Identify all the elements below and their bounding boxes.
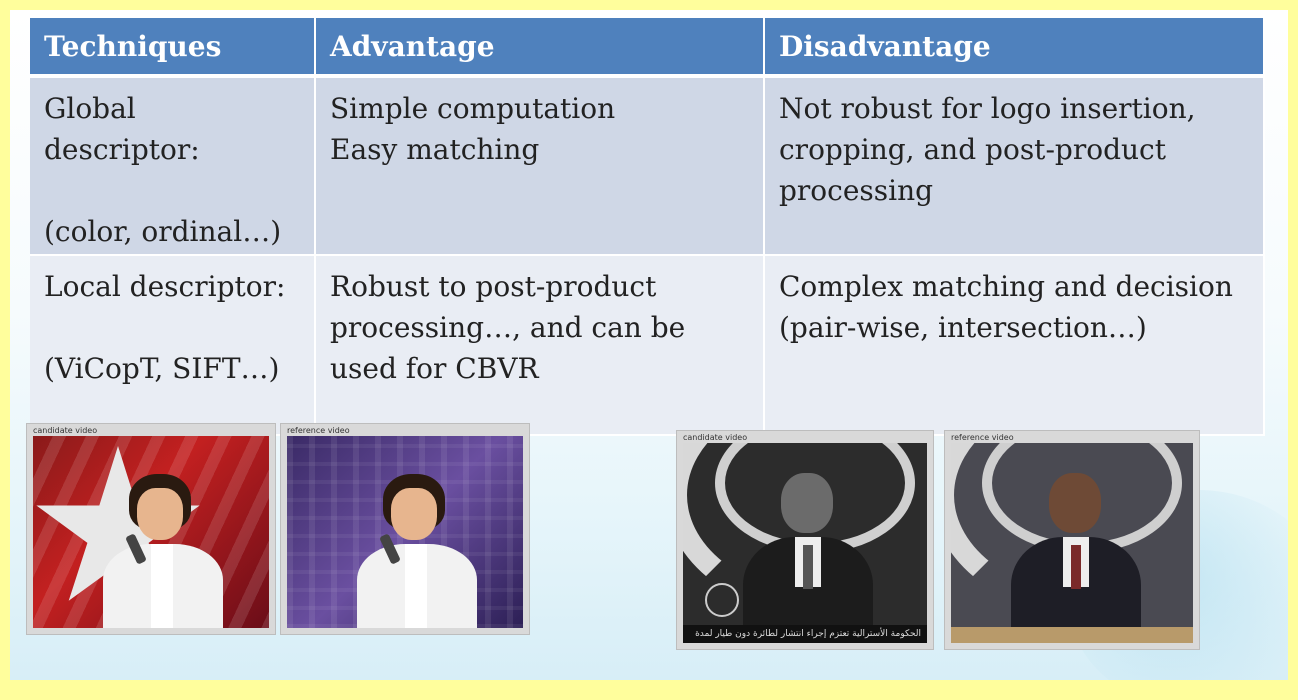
disadvantage-cell: Not robust for logo insertion, cropping,… xyxy=(764,76,1265,256)
frame-label: reference video xyxy=(951,433,1014,442)
table-header-row: Techniques Advantage Disadvantage xyxy=(30,18,1265,78)
frame-label: reference video xyxy=(287,426,350,435)
singer-figure xyxy=(357,474,477,628)
disadvantage-line: cropping, and post-product xyxy=(779,133,1166,166)
speaker-figure xyxy=(1011,473,1141,643)
slide: Techniques Advantage Disadvantage Global… xyxy=(10,10,1288,680)
technique-examples: (color, ordinal…) xyxy=(44,215,282,248)
technique-examples: (ViCopT, SIFT…) xyxy=(44,352,280,385)
reference-video-still xyxy=(951,443,1193,643)
candidate-video-frame: candidate video الحكومة الأسترالية تعتزم… xyxy=(676,430,934,650)
technique-name: Global descriptor: xyxy=(44,92,200,166)
disadvantage-line: Complex matching and decision xyxy=(779,270,1233,303)
frame-label: candidate video xyxy=(33,426,98,435)
news-ticker: الحكومة الأسترالية تعتزم إجراء انتشار لط… xyxy=(683,625,927,643)
disadvantage-line: Not robust for logo insertion, xyxy=(779,92,1196,125)
reference-video-frame: reference video xyxy=(944,430,1200,650)
podium xyxy=(951,627,1193,643)
reference-video-still xyxy=(287,436,523,628)
advantage-line: used for CBVR xyxy=(330,352,539,385)
singer-figure xyxy=(103,474,223,628)
header-advantage: Advantage xyxy=(315,18,765,78)
header-techniques: Techniques xyxy=(30,18,316,78)
technique-name: Local descriptor: xyxy=(44,270,286,303)
candidate-video-frame: candidate video xyxy=(26,423,276,635)
candidate-video-still xyxy=(33,436,269,628)
technique-cell: Global descriptor: (color, ordinal…) xyxy=(30,76,316,256)
advantage-cell: Simple computation Easy matching xyxy=(315,76,765,256)
table-row: Global descriptor: (color, ordinal…) Sim… xyxy=(30,76,1265,256)
comparison-table: Techniques Advantage Disadvantage Global… xyxy=(30,18,1265,436)
advantage-line: Easy matching xyxy=(330,133,540,166)
candidate-video-still: الحكومة الأسترالية تعتزم إجراء انتشار لط… xyxy=(683,443,927,643)
disadvantage-cell: Complex matching and decision (pair-wise… xyxy=(764,255,1265,436)
frame-label: candidate video xyxy=(683,433,748,442)
reference-video-frame: reference video xyxy=(280,423,530,635)
table-row: Local descriptor: (ViCopT, SIFT…) Robust… xyxy=(30,255,1265,436)
header-disadvantage: Disadvantage xyxy=(764,18,1265,78)
advantage-line: Robust to post-product xyxy=(330,270,657,303)
technique-cell: Local descriptor: (ViCopT, SIFT…) xyxy=(30,255,316,436)
clock-icon xyxy=(705,583,739,617)
speaker-figure xyxy=(743,473,873,643)
disadvantage-line: processing xyxy=(779,174,934,207)
advantage-cell: Robust to post-product processing…, and … xyxy=(315,255,765,436)
advantage-line: Simple computation xyxy=(330,92,616,125)
advantage-line: processing…, and can be xyxy=(330,311,686,344)
disadvantage-line: (pair-wise, intersection…) xyxy=(779,311,1147,344)
